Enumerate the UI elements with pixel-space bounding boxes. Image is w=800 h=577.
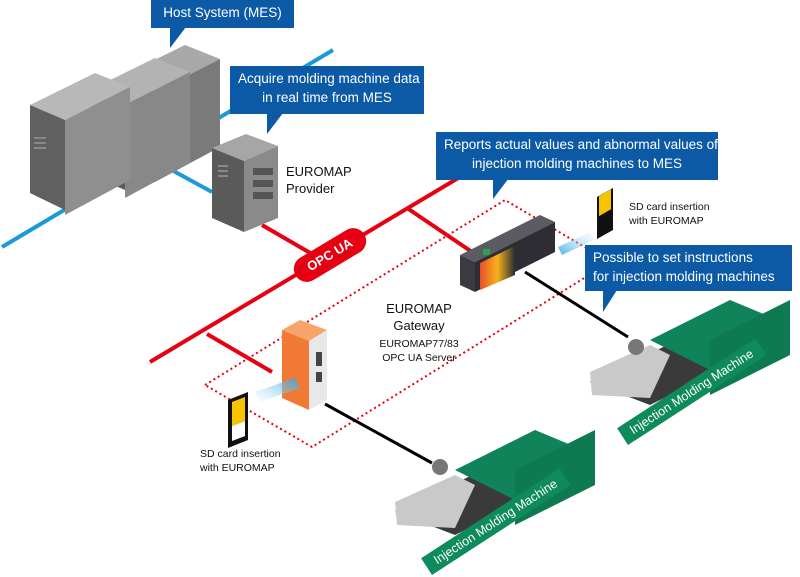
- sd-right-line-2: with EUROMAP: [629, 215, 704, 227]
- opcua-provider-link: [260, 223, 314, 256]
- acquire-line-1: Acquire molding machine data: [238, 71, 420, 86]
- opcua-gateway-link: [205, 332, 274, 374]
- opcua-badge: [293, 228, 367, 282]
- reports-line-1: Reports actual values and abnormal value…: [444, 137, 718, 152]
- acquire-data-callout: Acquire molding machine data in real tim…: [230, 66, 424, 114]
- acquire-callout-tail: [267, 113, 283, 134]
- euromap-gateway-box: [282, 320, 327, 410]
- gateway-boundary-dotted: [203, 198, 612, 449]
- sd-left-line-1: SD card insertion: [200, 448, 281, 460]
- acquire-line-2: in real time from MES: [262, 90, 392, 105]
- possible-line-2: for injection molding machines: [593, 269, 775, 284]
- opcua-device-link: [405, 206, 477, 256]
- mes-server-rack: [30, 45, 220, 215]
- opcua-network-lines: [148, 163, 482, 374]
- euromap-device-box: [460, 215, 555, 292]
- gateway-sub-1: EUROMAP77/83: [379, 338, 459, 350]
- reports-line-2: injection molding machines to MES: [471, 156, 683, 171]
- reports-callout-tail: [493, 178, 509, 199]
- sd-card-left: [228, 378, 300, 448]
- possible-callout-tail: [603, 290, 617, 312]
- set-instructions-callout: Possible to set instructions for injecti…: [585, 245, 792, 291]
- euromap-gateway-label: EUROMAP Gateway EUROMAP77/83 OPC UA Serv…: [374, 300, 464, 365]
- euromap-provider-server: [212, 134, 278, 232]
- provider-line-2: Provider: [286, 181, 335, 196]
- sd-card-right-label: SD card insertion with EUROMAP: [629, 200, 710, 228]
- sd-card-right: [558, 188, 613, 255]
- sd-card-left-label: SD card insertion with EUROMAP: [200, 447, 281, 475]
- host-system-callout: Host System (MES): [151, 0, 294, 28]
- device-machine-cable: [524, 270, 629, 339]
- sd-left-line-2: with EUROMAP: [200, 462, 275, 474]
- gateway-line-1: EUROMAP: [386, 301, 452, 316]
- gateway-line-2: Gateway: [393, 318, 445, 333]
- gateway-machine-cable: [324, 402, 433, 465]
- host-system-label: Host System (MES): [163, 5, 282, 20]
- sd-right-line-1: SD card insertion: [629, 201, 710, 213]
- euromap-provider-label: EUROMAP Provider: [286, 163, 352, 197]
- provider-line-1: EUROMAP: [286, 164, 352, 179]
- reports-values-callout: Reports actual values and abnormal value…: [436, 132, 718, 180]
- host-callout-tail: [170, 27, 186, 48]
- possible-line-1: Possible to set instructions: [593, 250, 753, 265]
- gateway-sub-2: OPC UA Server: [382, 352, 456, 364]
